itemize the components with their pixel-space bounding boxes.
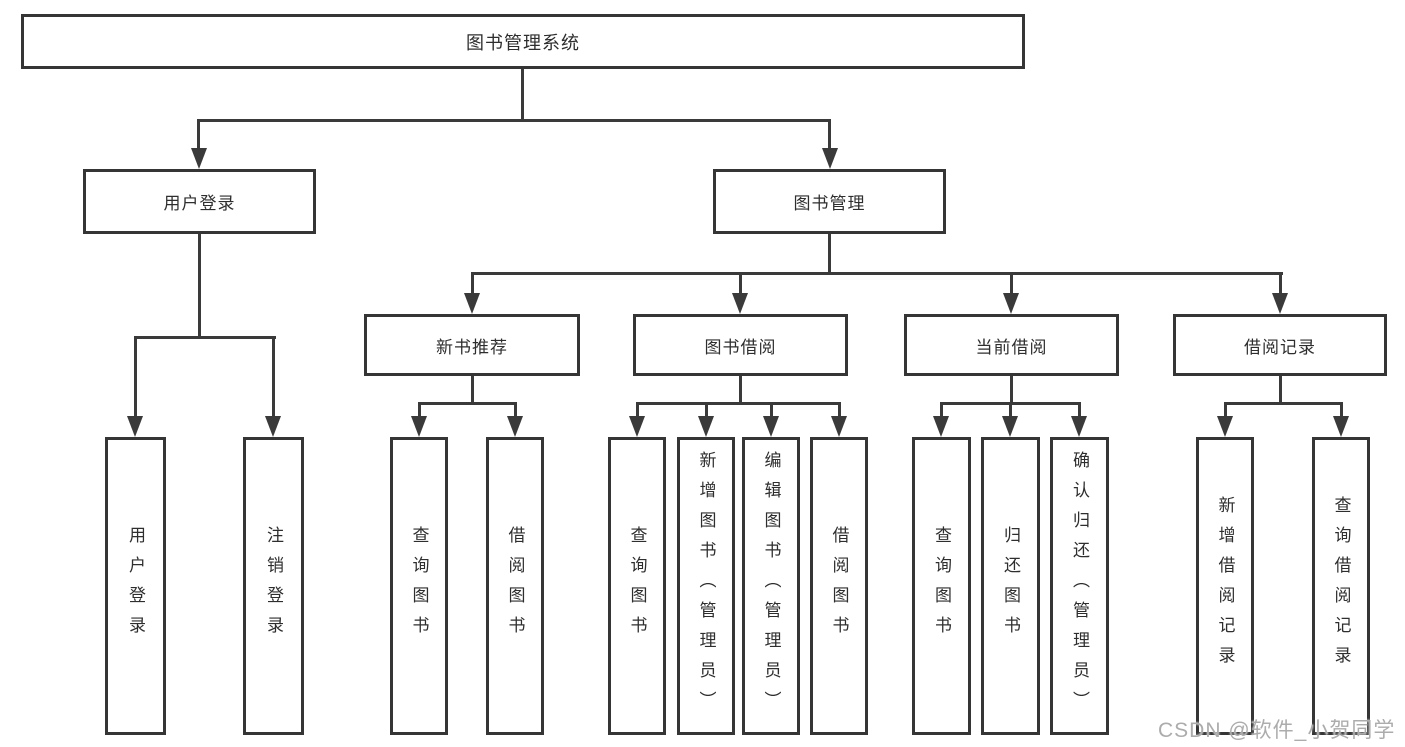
leaf-query-books-current-label: 查询图书 [932,526,951,646]
connector-vline [198,234,201,339]
connector-vline [1279,272,1282,295]
connector-hline [471,272,1283,275]
connector-vline [770,402,773,418]
connector-vline [828,119,831,150]
node-current-borrow: 当前借阅 [904,314,1119,376]
connector-vline [1010,272,1013,295]
leaf-borrow-books-label: 借阅图书 [829,526,849,646]
leaf-return-book: 归还图书 [981,437,1040,735]
connector-hline [1224,402,1343,405]
connector-vline [197,119,200,150]
leaf-query-books-borrow: 查询图书 [608,437,666,735]
node-book-borrow-label: 图书借阅 [704,337,777,357]
leaf-confirm-return-admin: 确认归还（管理员） [1050,437,1109,735]
node-borrow-records-label: 借阅记录 [1244,337,1316,357]
arrow-down-icon [127,416,143,437]
connector-vline [940,402,943,418]
leaf-add-borrow-record-label: 新增借阅记录 [1215,496,1235,676]
leaf-confirm-return-admin-label: 确认归还（管理员） [1070,451,1089,721]
connector-vline [705,402,708,418]
connector-vline [828,234,831,275]
leaf-query-borrow-record: 查询借阅记录 [1312,437,1370,735]
arrow-down-icon [629,416,645,437]
connector-vline [739,376,742,405]
node-book-management: 图书管理 [713,169,946,234]
leaf-edit-book-admin: 编辑图书（管理员） [742,437,800,735]
connector-hline [636,402,841,405]
connector-vline [636,402,639,418]
connector-vline [1010,376,1013,405]
leaf-borrow-books: 借阅图书 [810,437,868,735]
arrow-down-icon [1333,416,1349,437]
node-library-system-label: 图书管理系统 [466,32,580,53]
connector-vline [134,336,137,417]
leaf-edit-book-admin-label: 编辑图书（管理员） [761,451,781,721]
arrow-down-icon [822,148,838,169]
arrow-down-icon [191,148,207,169]
leaf-user-login-label: 用户登录 [126,526,145,646]
arrow-down-icon [265,416,281,437]
leaf-return-book-label: 归还图书 [1001,526,1020,646]
leaf-add-book-admin-label: 新增图书（管理员） [696,451,716,721]
arrow-down-icon [1217,416,1233,437]
connector-vline [1340,402,1343,418]
connector-vline [1009,402,1012,418]
arrow-down-icon [464,293,480,314]
arrow-down-icon [507,416,523,437]
leaf-add-borrow-record: 新增借阅记录 [1196,437,1254,735]
arrow-down-icon [1272,293,1288,314]
connector-vline [471,272,474,295]
node-book-management-label: 图书管理 [793,194,866,213]
node-borrow-records: 借阅记录 [1173,314,1387,376]
node-library-system: 图书管理系统 [21,14,1025,69]
connector-vline [514,402,517,418]
leaf-add-book-admin: 新增图书（管理员） [677,437,735,735]
arrow-down-icon [411,416,427,437]
connector-hline [197,119,831,122]
connector-vline [418,402,421,418]
leaf-user-login: 用户登录 [105,437,166,735]
arrow-down-icon [1002,416,1018,437]
arrow-down-icon [831,416,847,437]
node-user-login-label: 用户登录 [163,194,236,213]
leaf-borrow-books-recommend: 借阅图书 [486,437,544,735]
node-current-borrow-label: 当前借阅 [975,337,1048,357]
connector-vline [739,272,742,295]
node-new-book-recommend-label: 新书推荐 [436,337,508,357]
leaf-query-borrow-record-label: 查询借阅记录 [1331,496,1351,676]
connector-vline [1279,376,1282,405]
arrow-down-icon [698,416,714,437]
node-book-borrow: 图书借阅 [633,314,848,376]
leaf-query-books-recommend-label: 查询图书 [409,526,429,646]
connector-vline [1078,402,1081,418]
leaf-query-books-recommend: 查询图书 [390,437,448,735]
connector-vline [838,402,841,418]
leaf-query-books-borrow-label: 查询图书 [627,526,647,646]
connector-vline [272,336,275,417]
leaf-logout: 注销登录 [243,437,304,735]
leaf-query-books-current: 查询图书 [912,437,971,735]
arrow-down-icon [1003,293,1019,314]
connector-hline [418,402,517,405]
arrow-down-icon [933,416,949,437]
leaf-borrow-books-recommend-label: 借阅图书 [505,526,525,646]
node-new-book-recommend: 新书推荐 [364,314,580,376]
node-user-login: 用户登录 [83,169,316,234]
connector-vline [1224,402,1227,418]
connector-vline [521,68,524,122]
csdn-watermark: CSDN @软件_小贺同学 [1158,719,1396,742]
connector-hline [134,336,276,339]
arrow-down-icon [732,293,748,314]
leaf-logout-label: 注销登录 [264,526,283,646]
arrow-down-icon [763,416,779,437]
connector-vline [471,376,474,405]
arrow-down-icon [1071,416,1087,437]
